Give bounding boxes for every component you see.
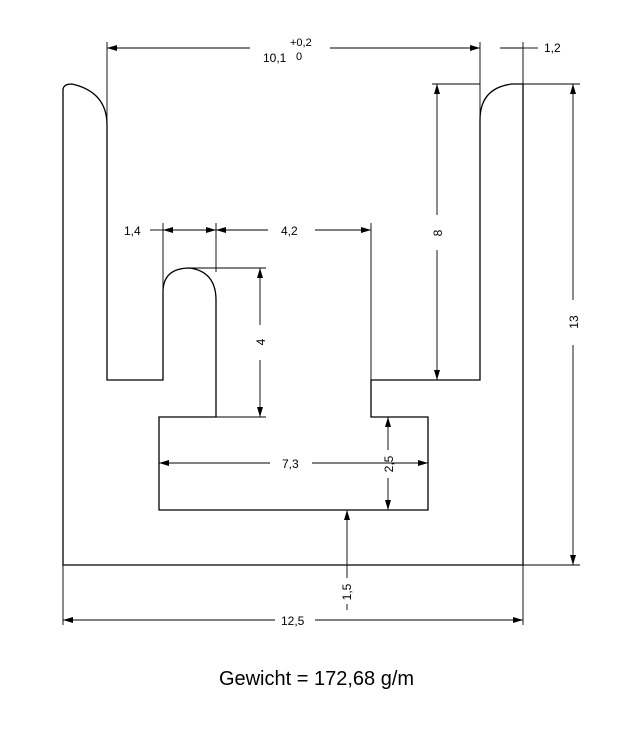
dim-10-1-label: 10,1: [263, 51, 287, 65]
dim-12-5: 12,5: [62, 565, 524, 628]
dim-tolerance-upper: +0,2: [290, 37, 312, 49]
dim-7-3-label: 7,3: [282, 457, 299, 471]
dim-2-5: 2,5: [382, 417, 396, 510]
dim-13: 13: [523, 83, 581, 566]
dim-7-3: 7,3: [159, 457, 428, 471]
weight-label: Gewicht = 172,68 g/m: [218, 668, 415, 690]
dim-8: 8: [431, 83, 480, 380]
dim-tolerance-lower: 0: [296, 51, 302, 63]
dim-1-2: 1,2: [500, 41, 561, 84]
dim-4-2-label: 4,2: [281, 224, 298, 238]
dim-10-1: 10,1 +0,2 0: [106, 37, 481, 120]
dim-8-label: 8: [431, 229, 445, 236]
dim-13-label: 13: [567, 315, 581, 329]
dim-1-5: 1,5: [340, 510, 354, 610]
dim-4-label: 4: [254, 338, 268, 345]
dim-1-2-label: 1,2: [544, 41, 561, 55]
dim-1-5-label: 1,5: [340, 583, 354, 600]
dim-12-5-label: 12,5: [281, 614, 305, 628]
dim-1-4: 1,4: [124, 223, 217, 292]
dim-1-4-label: 1,4: [124, 224, 141, 238]
dim-2-5-label: 2,5: [382, 455, 396, 472]
dim-4-2: 4,2: [216, 223, 372, 380]
dim-4: 4: [190, 267, 268, 418]
profile-outline: [62, 83, 524, 566]
